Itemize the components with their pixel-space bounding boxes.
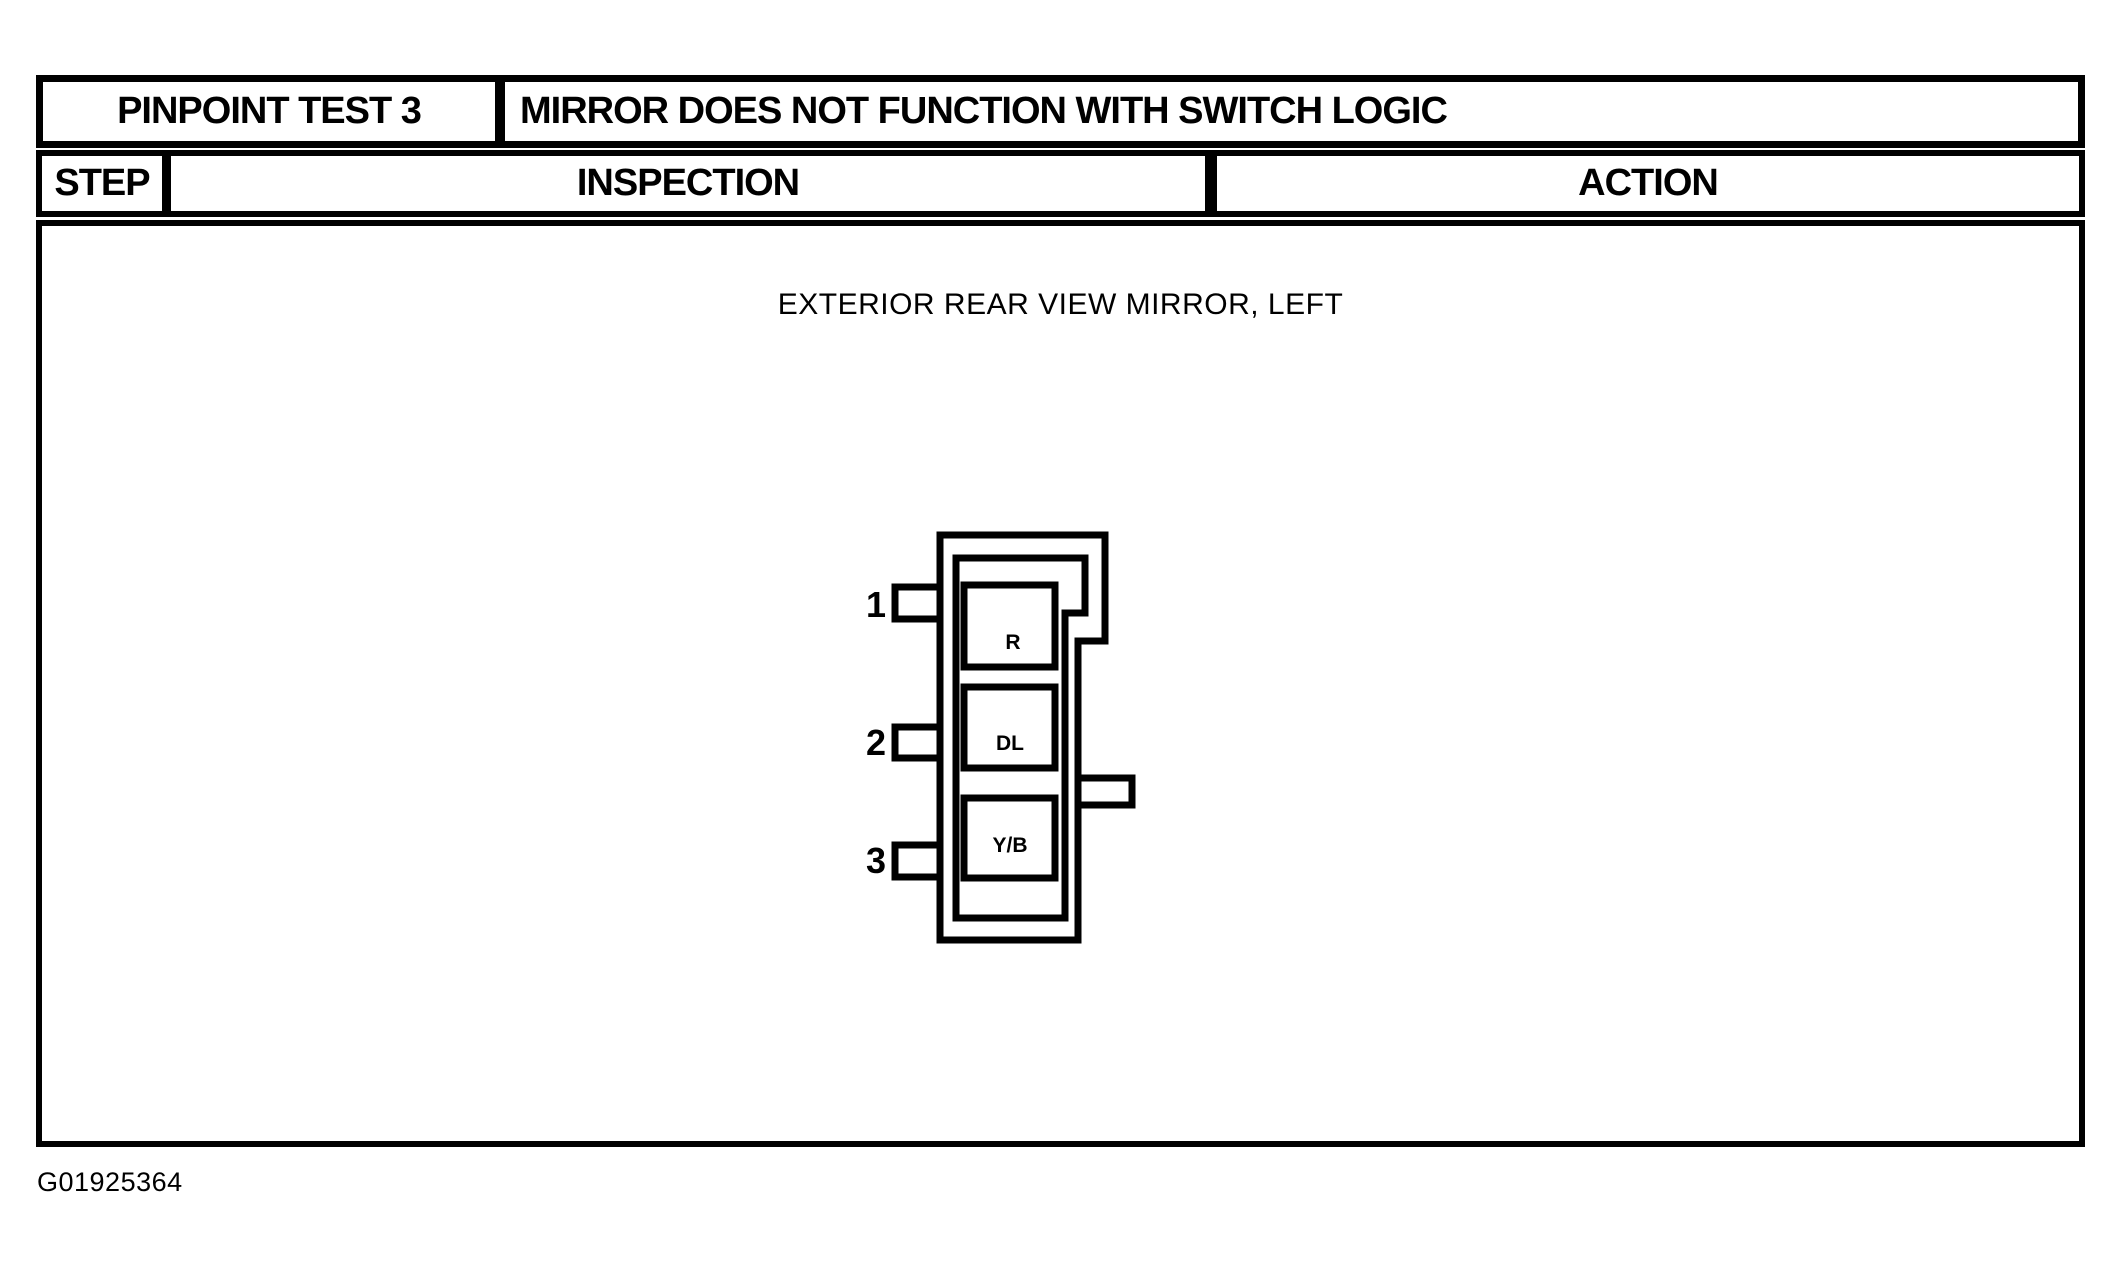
inspection-column-header: INSPECTION (576, 162, 800, 204)
pin1-wire-label: R (1005, 631, 1020, 654)
pinpoint-test-header-row: PINPOINT TEST 3 MIRROR DOES NOT FUNCTION… (36, 75, 2085, 148)
connector-inner-wall (952, 554, 1089, 922)
header-row1-divider (495, 82, 505, 141)
pin3-number-label: 3 (866, 840, 886, 881)
figure-id-label: G01925364 (37, 1167, 183, 1197)
test-title-label: MIRROR DOES NOT FUNCTION WITH SWITCH LOG… (520, 90, 1448, 132)
inspection-action-divider (1205, 156, 1217, 211)
action-column-header: ACTION (1578, 162, 1719, 204)
terminal-cavity-pin3 (960, 794, 1059, 882)
pin1-number-label: 1 (866, 584, 886, 625)
pin2-number-label: 2 (866, 722, 886, 763)
terminal-cavity-pin2 (960, 683, 1059, 772)
diagram-title: EXTERIOR REAR VIEW MIRROR, LEFT (777, 288, 1344, 321)
connector-diagram: 1 2 3 R DL Y/B (866, 531, 1136, 944)
pin3-terminal-tab (891, 841, 940, 881)
pin2-wire-label: DL (996, 732, 1024, 755)
pin2-terminal-tab (891, 723, 940, 762)
table-column-header-row: STEP INSPECTION ACTION (36, 150, 2085, 217)
step-inspection-divider (162, 156, 171, 211)
connector-lock-tab (1078, 774, 1136, 809)
pin1-terminal-tab (891, 583, 940, 623)
step-column-header: STEP (54, 162, 150, 204)
terminal-cavity-pin1 (960, 581, 1059, 671)
pinpoint-test-label: PINPOINT TEST 3 (117, 90, 422, 132)
pin3-wire-label: Y/B (992, 834, 1027, 857)
